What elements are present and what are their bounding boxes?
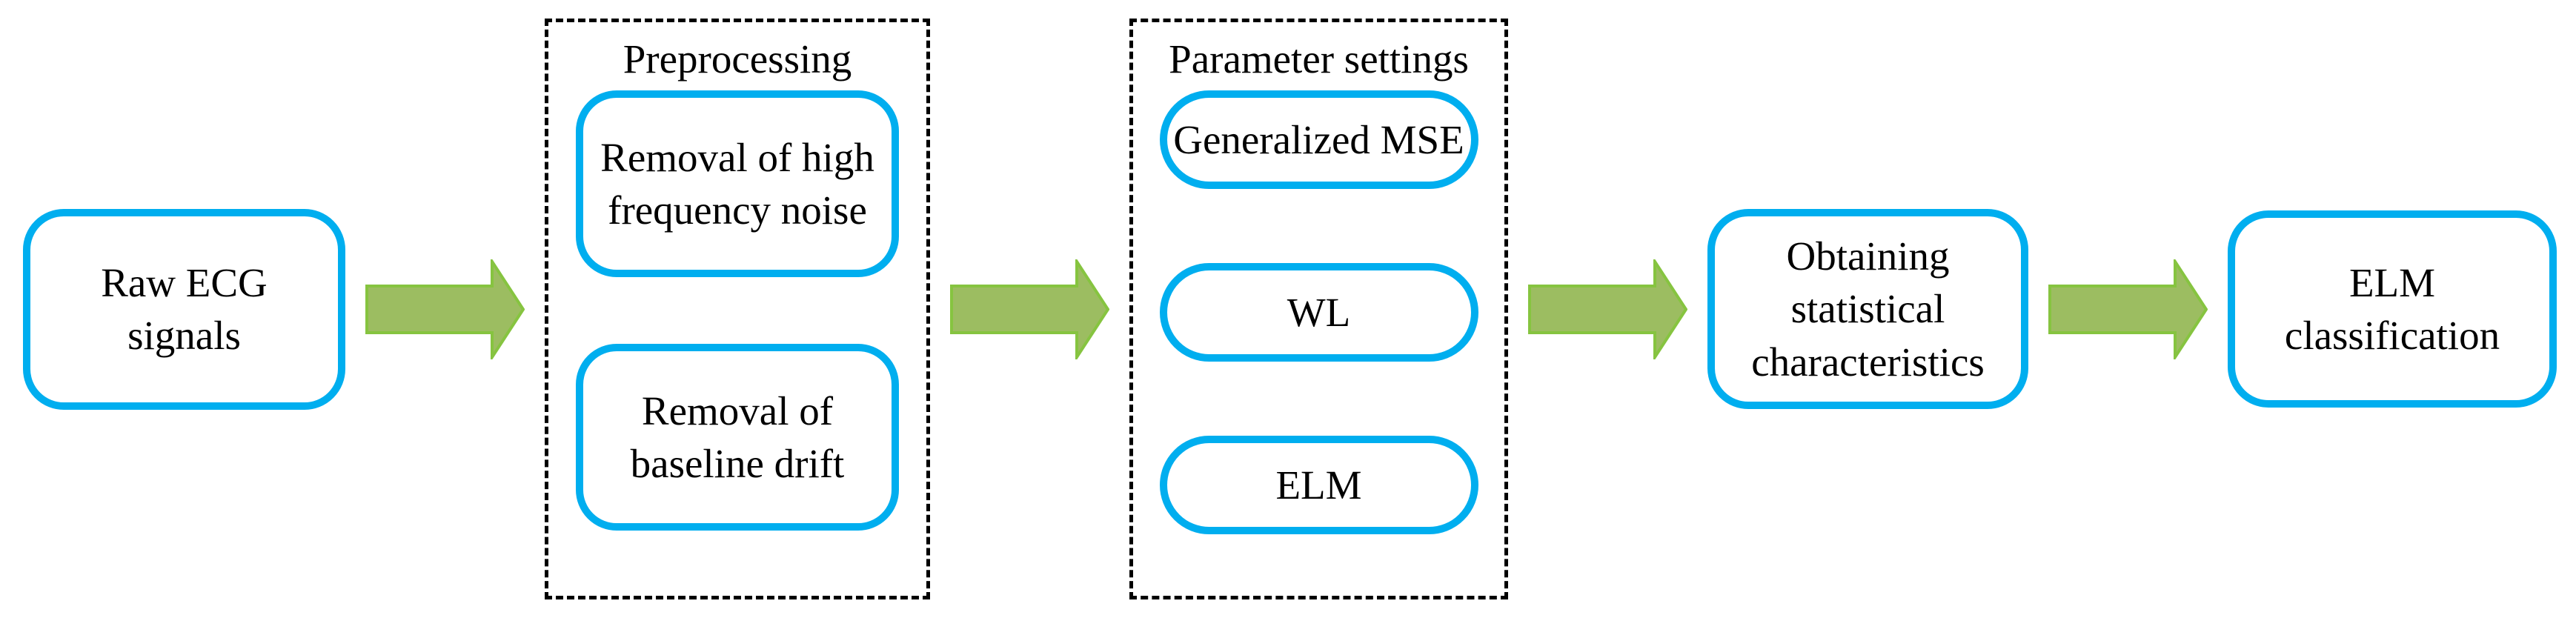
node-removal-baseline-drift-label: Removal of baseline drift [630,388,845,487]
node-removal-high-frequency-noise-label: Removal of high frequency noise [600,134,874,233]
node-obtaining-statistical-characteristics-label: Obtaining statistical characteristics [1751,233,1985,385]
group-parameter-settings-title: Parameter settings [1169,36,1469,82]
node-obtaining-statistical-characteristics: Obtaining statistical characteristics [1707,209,2028,409]
node-raw-ecg-signals-label: Raw ECG signals [101,259,268,359]
node-wl: WL [1159,263,1478,362]
node-elm-label: ELM [1275,462,1362,508]
flow-arrow-icon [1528,259,1687,359]
flow-arrow-icon [950,259,1109,359]
node-wl-label: WL [1287,289,1351,335]
group-preprocessing-title: Preprocessing [623,36,852,82]
node-elm-classification-label: ELM classification [2284,259,2500,359]
node-generalized-mse-label: Generalized MSE [1173,116,1464,162]
flow-arrow-icon [365,259,525,359]
flow-arrow-icon [2048,259,2208,359]
node-generalized-mse: Generalized MSE [1159,90,1478,189]
group-parameter-settings: Parameter settings Generalized MSE WL EL… [1129,19,1508,599]
group-preprocessing: Preprocessing Removal of high frequency … [545,19,930,599]
node-removal-high-frequency-noise: Removal of high frequency noise [576,90,899,277]
node-removal-baseline-drift: Removal of baseline drift [576,344,899,531]
node-raw-ecg-signals: Raw ECG signals [23,208,345,410]
node-elm-classification: ELM classification [2228,210,2557,408]
node-elm: ELM [1159,436,1478,534]
